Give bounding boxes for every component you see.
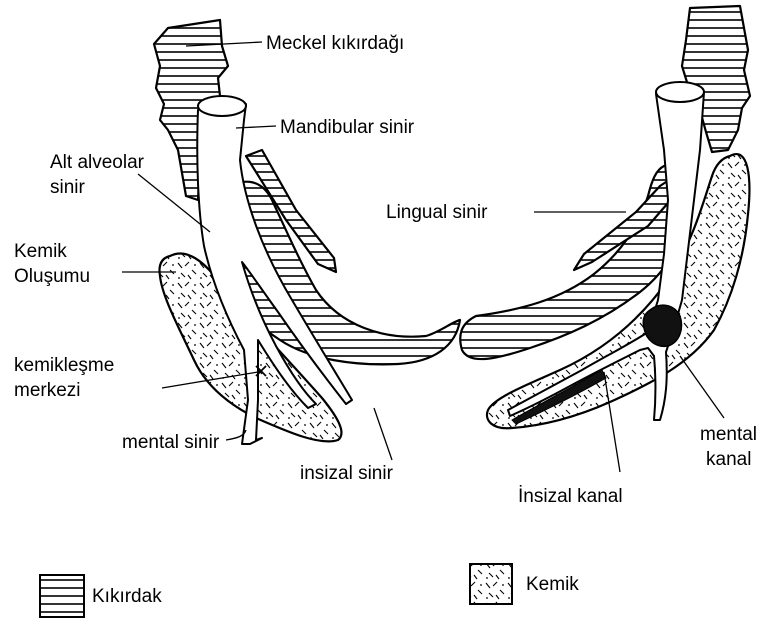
label-incisal-canal: İnsizal kanal (518, 486, 623, 507)
mandibular-nerve-left-cut (198, 96, 246, 116)
label-bone-formation-line2: Oluşumu (14, 266, 90, 287)
label-mental-canal-line2: kanal (706, 449, 751, 470)
label-mental-canal-line1: mental (700, 424, 757, 445)
label-mandibular-nerve: Mandibular sinir (280, 117, 415, 138)
label-lingual-nerve: Lingual sinir (386, 202, 488, 223)
right-half (460, 6, 750, 428)
legend-label-bone: Kemik (526, 574, 579, 595)
legend-swatch-cartilage (40, 575, 84, 617)
label-meckel-cartilage: Meckel kıkırdağı (266, 33, 404, 54)
label-ossification-center-line1: kemikleşme (14, 355, 114, 376)
mandibular-nerve-right-cut (656, 82, 704, 102)
legend: Kıkırdak Kemik (40, 564, 579, 617)
label-inferior-alveolar-line1: Alt alveolar (50, 152, 145, 173)
label-ossification-center-line2: merkezi (14, 380, 81, 401)
legend-label-cartilage: Kıkırdak (92, 586, 162, 607)
mental-canal-shape (643, 305, 681, 346)
label-incisal-nerve: insizal sinir (300, 463, 394, 484)
legend-swatch-bone (470, 564, 512, 604)
label-mental-nerve: mental sinir (122, 432, 220, 453)
left-half (154, 20, 460, 444)
label-inferior-alveolar-line2: sinir (50, 177, 86, 198)
label-bone-formation-line1: Kemik (14, 241, 67, 262)
